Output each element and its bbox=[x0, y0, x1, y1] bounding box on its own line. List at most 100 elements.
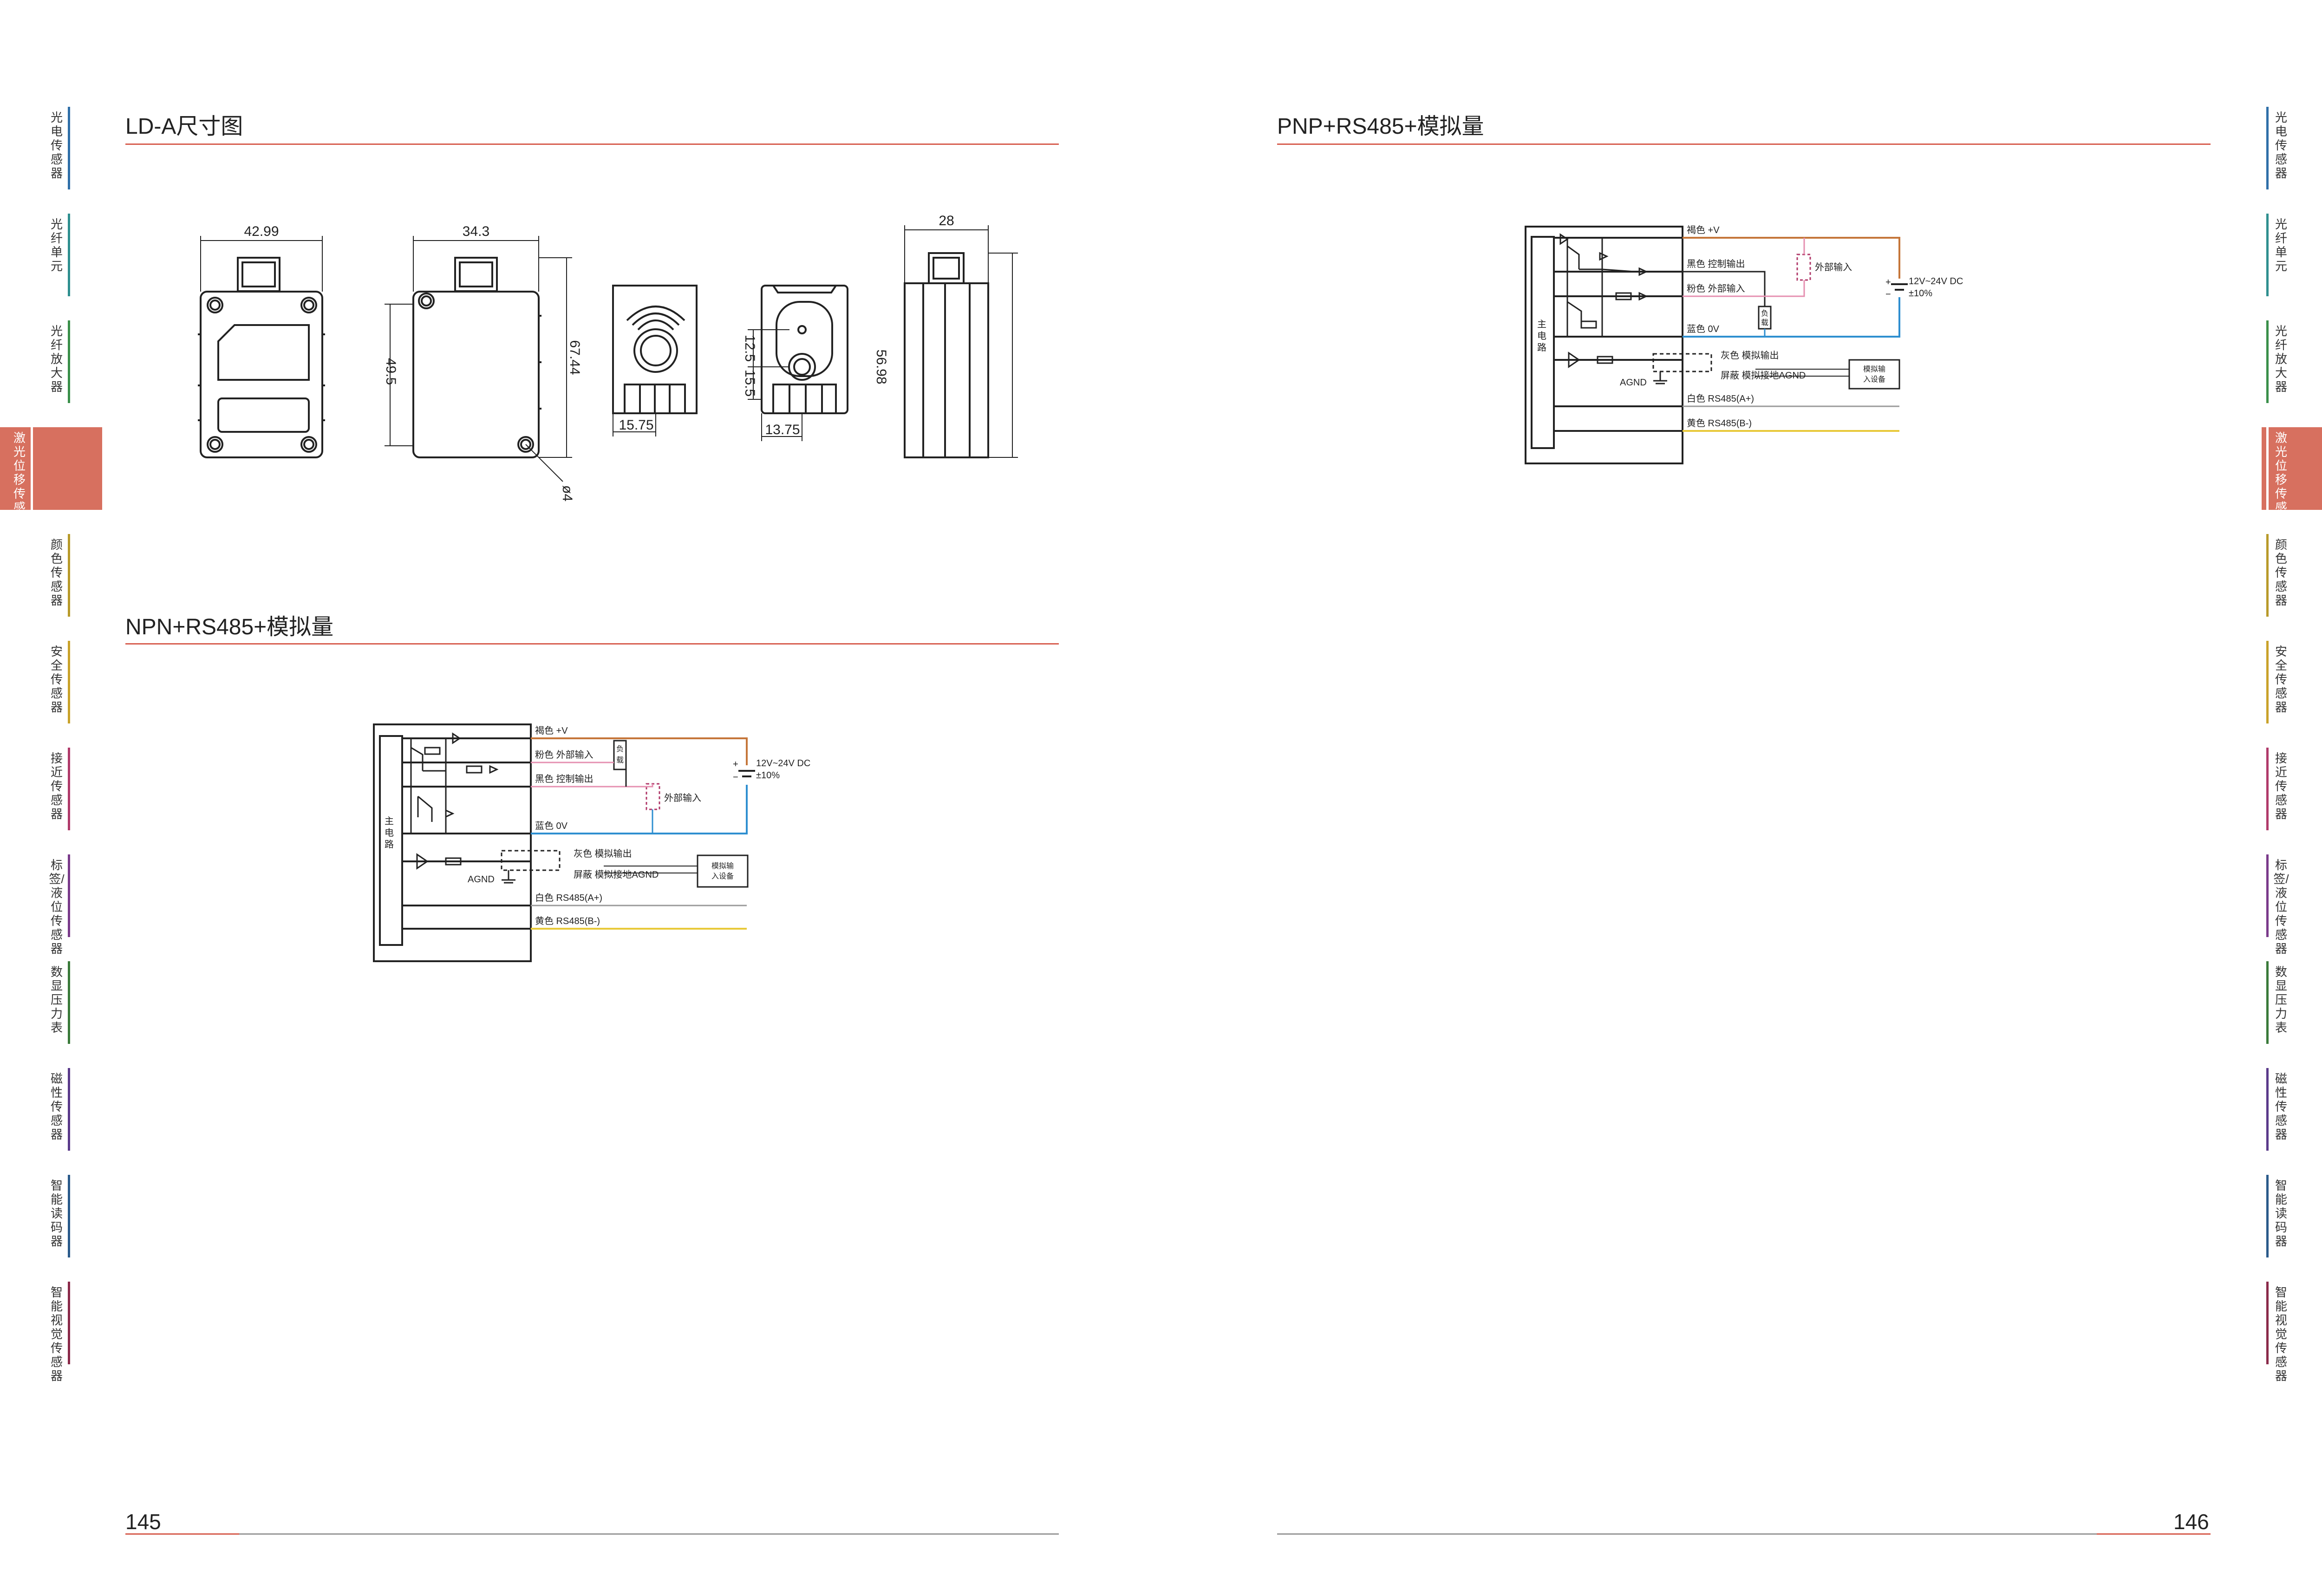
pnp-minus-label: − bbox=[1885, 289, 1891, 300]
npn-minus-label: − bbox=[733, 772, 738, 782]
dimension-section-title: LD-A尺寸图 bbox=[125, 114, 243, 139]
npn-section-title: NPN+RS485+模拟量 bbox=[125, 615, 334, 639]
front-view bbox=[198, 236, 325, 458]
pnp-main-circuit-1: 主 bbox=[1537, 319, 1546, 330]
npn-tolerance-label: ±10% bbox=[756, 770, 780, 781]
pnp-analog-device-1: 模拟输 bbox=[1863, 365, 1885, 373]
nav-tab-label: 数显压力表 bbox=[2275, 965, 2287, 1035]
nav-tab-color-bar bbox=[68, 961, 70, 1044]
npn-title-rule bbox=[125, 643, 1059, 645]
right-nav-tab[interactable]: 接近传感器 bbox=[2262, 748, 2322, 830]
nav-tab-color-bar bbox=[68, 641, 70, 723]
right-nav-tab[interactable]: 数显压力表 bbox=[2262, 961, 2322, 1044]
pnp-brown-label: 褐色 +V bbox=[1687, 225, 1720, 235]
left-nav-tab[interactable]: 安全传感器 bbox=[37, 641, 102, 723]
pnp-yellow-label: 黄色 RS485(B-) bbox=[1687, 418, 1752, 429]
nav-tab-color-bar bbox=[68, 214, 70, 296]
nav-tab-label: 光纤放大器 bbox=[2275, 324, 2287, 394]
nav-tab-label: 颜色传感器 bbox=[2275, 538, 2287, 607]
left-nav-tab[interactable]: 光纤单元 bbox=[37, 214, 102, 296]
nav-tab-color-bar bbox=[2266, 748, 2269, 830]
nav-tab-label: 智能视觉传感器 bbox=[2275, 1285, 2287, 1383]
pnp-supply-label: 12V~24V DC bbox=[1909, 276, 1963, 287]
nav-tab-label: 智能视觉传感器 bbox=[50, 1285, 63, 1383]
npn-load-2: 载 bbox=[616, 756, 624, 764]
right-nav-tab[interactable]: 颜色传感器 bbox=[2262, 534, 2322, 617]
pnp-tolerance-label: ±10% bbox=[1909, 288, 1932, 299]
left-nav-tab[interactable]: 磁性传感器 bbox=[37, 1068, 102, 1151]
dim-bottom-h1: 12.5 bbox=[742, 335, 757, 362]
pnp-section-title: PNP+RS485+模拟量 bbox=[1277, 114, 1484, 139]
nav-tab-label: 智能读码器 bbox=[50, 1179, 63, 1248]
right-nav-tab[interactable]: 激光位移传感器 bbox=[2262, 427, 2322, 528]
left-nav-tab[interactable]: 标签/液位传感器 bbox=[37, 854, 102, 956]
nav-tab-color-bar bbox=[31, 427, 33, 510]
nav-tab-label: 数显压力表 bbox=[50, 965, 63, 1035]
left-nav-tab[interactable]: 颜色传感器 bbox=[37, 534, 102, 617]
nav-tab-color-bar bbox=[2266, 427, 2269, 510]
pnp-main-circuit-2: 电 bbox=[1537, 331, 1546, 341]
bottom-view bbox=[748, 285, 848, 441]
nav-tab-color-bar bbox=[68, 107, 70, 189]
nav-tab-color-bar bbox=[68, 534, 70, 617]
npn-external-input-label: 外部输入 bbox=[664, 793, 701, 803]
nav-tab-label: 光纤单元 bbox=[50, 217, 63, 273]
nav-tab-color-bar bbox=[2266, 641, 2269, 723]
nav-tab-label: 光电传感器 bbox=[2275, 111, 2287, 180]
nav-tab-color-bar bbox=[2266, 320, 2269, 403]
right-nav-tab[interactable]: 光纤单元 bbox=[2262, 214, 2322, 296]
left-nav-tab[interactable]: 光纤放大器 bbox=[37, 320, 102, 403]
dim-side-height-right: 67.44 bbox=[567, 340, 582, 375]
nav-tab-color-bar bbox=[2266, 1175, 2269, 1257]
dim-front-width: 42.99 bbox=[244, 224, 279, 239]
nav-tab-color-bar bbox=[68, 854, 70, 937]
left-nav-tab[interactable]: 数显压力表 bbox=[37, 961, 102, 1044]
pnp-external-input-label: 外部输入 bbox=[1815, 262, 1852, 273]
left-nav-tab[interactable]: 激光位移传感器 bbox=[0, 427, 102, 528]
right-nav-tab[interactable]: 光纤放大器 bbox=[2262, 320, 2322, 403]
left-nav-tab[interactable]: 智能视觉传感器 bbox=[37, 1282, 102, 1383]
dim-hole: ø4 bbox=[560, 485, 575, 502]
nav-tab-label: 激光位移传感器 bbox=[2275, 431, 2287, 528]
left-nav-tab[interactable]: 光电传感器 bbox=[37, 107, 102, 189]
nav-tab-color-bar bbox=[68, 320, 70, 403]
left-nav-tab[interactable]: 接近传感器 bbox=[37, 748, 102, 830]
nav-tab-color-bar bbox=[2266, 1282, 2269, 1364]
nav-tab-label: 光电传感器 bbox=[50, 111, 63, 180]
nav-tab-color-bar bbox=[2266, 214, 2269, 296]
right-page-number: 146 bbox=[2173, 1510, 2209, 1534]
pnp-main-circuit-3: 路 bbox=[1537, 342, 1546, 353]
npn-load-1: 负 bbox=[616, 745, 624, 753]
pnp-agnd-label: AGND bbox=[1620, 378, 1647, 388]
dim-bottom-h2: 15.5 bbox=[742, 370, 757, 397]
npn-pink-label: 粉色 外部输入 bbox=[535, 749, 594, 760]
lens-view bbox=[612, 285, 698, 436]
nav-tab-label: 标签/液位传感器 bbox=[2273, 858, 2289, 956]
npn-white-label: 白色 RS485(A+) bbox=[535, 892, 602, 903]
nav-tab-label: 接近传感器 bbox=[50, 751, 63, 821]
dim-side-height-left: 49.5 bbox=[383, 358, 398, 385]
left-nav-tab[interactable]: 智能读码器 bbox=[37, 1175, 102, 1257]
npn-black-label: 黑色 控制输出 bbox=[535, 774, 594, 784]
nav-tab-label: 智能读码器 bbox=[2275, 1179, 2287, 1248]
nav-tab-label: 光纤放大器 bbox=[50, 324, 63, 394]
npn-shield-label: 屏蔽 模拟接地AGND bbox=[574, 869, 659, 880]
right-nav-tab[interactable]: 光电传感器 bbox=[2262, 107, 2322, 189]
right-nav-tab[interactable]: 标签/液位传感器 bbox=[2262, 854, 2322, 956]
left-footer-rule bbox=[125, 1533, 1059, 1535]
nav-tab-color-bar bbox=[2266, 854, 2269, 937]
right-nav-tab[interactable]: 安全传感器 bbox=[2262, 641, 2322, 723]
nav-tab-color-bar bbox=[68, 1068, 70, 1151]
right-footer-rule bbox=[1277, 1533, 2211, 1535]
right-nav-tab[interactable]: 智能读码器 bbox=[2262, 1175, 2322, 1257]
dim-conn-offset: 15.75 bbox=[619, 417, 653, 433]
pnp-shield-label: 屏蔽 模拟接地AGND bbox=[1721, 370, 1806, 381]
right-nav-tab[interactable]: 磁性传感器 bbox=[2262, 1068, 2322, 1151]
pnp-load-2: 载 bbox=[1761, 319, 1768, 327]
nav-tab-label: 安全传感器 bbox=[2275, 645, 2287, 714]
right-nav-tab[interactable]: 智能视觉传感器 bbox=[2262, 1282, 2322, 1383]
dimension-title-rule bbox=[125, 143, 1059, 145]
